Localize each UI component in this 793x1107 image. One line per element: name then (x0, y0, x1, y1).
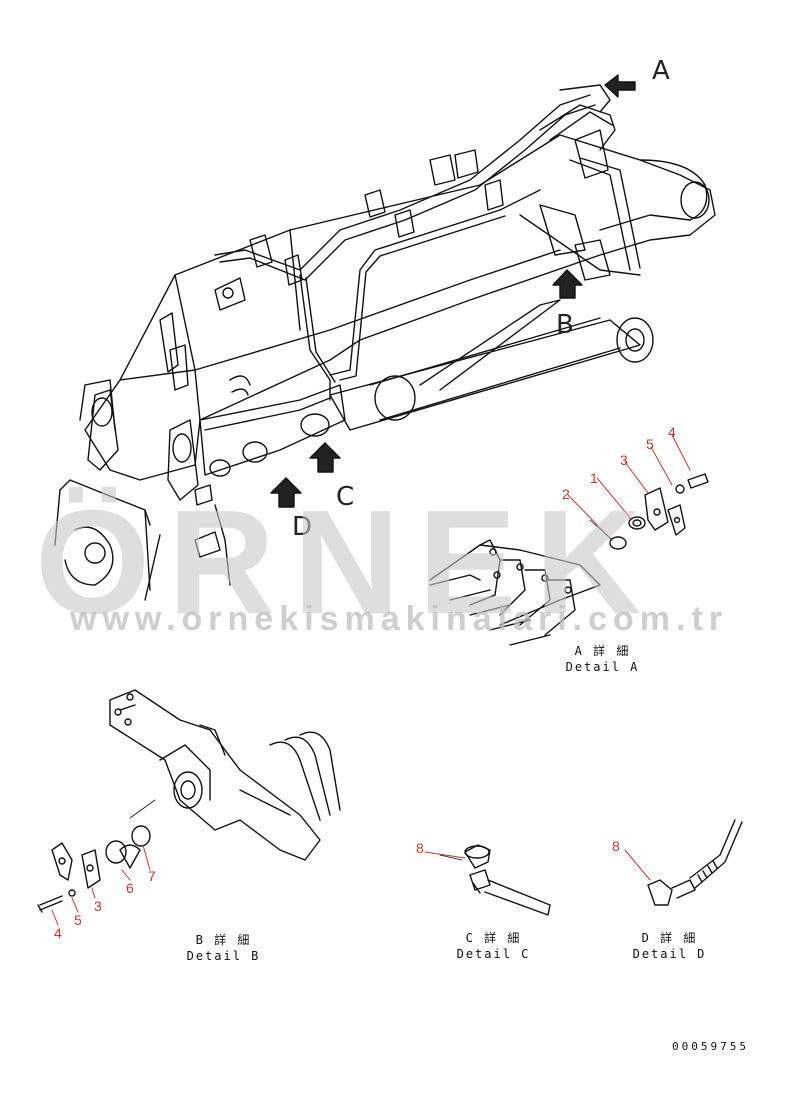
detail-c-caption-en: Detail C (456, 947, 531, 961)
detail-d-caption-en: Detail D (632, 947, 707, 961)
detail-d-caption: D 詳 細 Detail D (622, 930, 717, 962)
callout-b-5: 5 (74, 912, 82, 928)
detail-d-drawing (647, 819, 743, 906)
callout-b-7: 7 (148, 868, 156, 884)
hydraulic-pipes (214, 84, 641, 401)
boom-foot-bracket (54, 389, 231, 601)
detail-b-caption-en: Detail B (186, 949, 261, 963)
hydraulic-cylinder (329, 299, 654, 431)
watermark-text: ÖRNEK (35, 480, 660, 645)
boom-body (79, 134, 716, 481)
detail-a-caption-jp: A 詳 細 (574, 644, 631, 658)
detail-b-drawing (37, 689, 341, 913)
view-arrows (270, 74, 636, 508)
callout-b-4: 4 (54, 925, 62, 941)
callout-c-8: 8 (416, 840, 424, 856)
callout-d-8: 8 (612, 838, 620, 854)
detail-a-caption: A 詳 細 Detail A (555, 643, 650, 675)
detail-d-caption-jp: D 詳 細 (641, 931, 698, 945)
callout-b-3: 3 (94, 898, 102, 914)
detail-c-caption: C 詳 細 Detail C (446, 930, 541, 962)
callout-a-1: 1 (590, 470, 598, 486)
detail-c-drawing (464, 844, 551, 916)
detail-a-drawing (429, 473, 709, 646)
callout-a-2: 2 (562, 486, 570, 502)
callout-leaders (51, 434, 691, 926)
view-label-c: C (336, 482, 355, 512)
detail-a-caption-en: Detail A (565, 660, 640, 674)
detail-b-caption-jp: B 詳 細 (195, 933, 252, 947)
callout-a-4: 4 (668, 424, 676, 440)
reference-lines (129, 519, 613, 861)
view-label-b: B (556, 310, 574, 340)
callout-a-3: 3 (620, 452, 628, 468)
callout-a-5: 5 (646, 436, 654, 452)
view-label-a: A (652, 56, 670, 86)
detail-c-caption-jp: C 詳 細 (465, 931, 522, 945)
view-label-d: D (292, 512, 313, 542)
watermark-url: www.ornekismakinalari.com.tr (70, 600, 729, 638)
detail-b-caption: B 詳 細 Detail B (176, 932, 271, 964)
drawing-code: 00059755 (672, 1040, 749, 1053)
callout-b-6: 6 (126, 880, 134, 896)
